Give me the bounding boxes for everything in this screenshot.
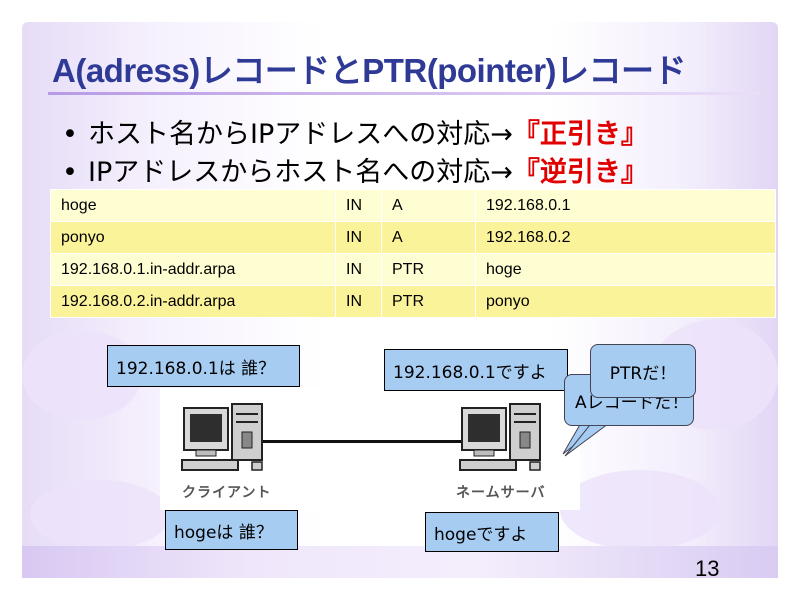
decor-cloud (30, 480, 170, 550)
record-class: IN (335, 189, 382, 222)
bullet-text: ホスト名からIPアドレスへの対応→ (88, 119, 513, 150)
table-row: hoge IN A 192.168.0.1 (50, 189, 776, 222)
server-answer-bottom: hogeですよ (425, 512, 559, 552)
client-question-bottom: hogeは 誰？ (165, 510, 298, 550)
slide-title: A(adress)レコードとPTR(pointer)レコード (52, 52, 687, 89)
page-number: 13 (695, 556, 720, 581)
ptr-speech-bubble: PTRだ！ (590, 344, 696, 398)
record-type: A (381, 189, 476, 222)
table-row: ponyo IN A 192.168.0.2 (50, 221, 776, 254)
name-server-label: ネームサーバ (456, 485, 546, 501)
record-class: IN (335, 253, 382, 286)
bullet-reverse-lookup: • IPアドレスからホスト名への対応→『逆引き』 (62, 150, 648, 189)
record-value: 192.168.0.2 (475, 221, 776, 254)
record-type: PTR (381, 253, 476, 286)
bullet-marker: • (62, 157, 78, 188)
decor-cloud (560, 470, 720, 550)
dns-records-table: hoge IN A 192.168.0.1 ponyo IN A 192.168… (50, 189, 776, 318)
name-server-computer-icon (459, 403, 541, 471)
record-class: IN (335, 285, 382, 318)
bullet-marker: • (62, 119, 78, 150)
bullet-highlight: 『正引き』 (512, 119, 648, 150)
table-row: 192.168.0.2.in-addr.arpa IN PTR ponyo (50, 285, 776, 318)
server-answer-top: 192.168.0.1ですよ (384, 349, 568, 391)
record-class: IN (335, 221, 382, 254)
bullet-highlight: 『逆引き』 (512, 157, 648, 188)
record-name: ponyo (50, 221, 336, 254)
client-computer-icon (181, 403, 263, 471)
table-row: 192.168.0.1.in-addr.arpa IN PTR hoge (50, 253, 776, 286)
title-underline (48, 92, 760, 95)
bullet-forward-lookup: • ホスト名からIPアドレスへの対応→『正引き』 (62, 112, 648, 151)
record-value: hoge (475, 253, 776, 286)
record-value: ponyo (475, 285, 776, 318)
record-type: PTR (381, 285, 476, 318)
client-label: クライアント (182, 485, 272, 501)
record-value: 192.168.0.1 (475, 189, 776, 222)
network-cable (262, 440, 462, 443)
slide-footer-band (22, 546, 778, 578)
record-name: 192.168.0.1.in-addr.arpa (50, 253, 336, 286)
record-name: 192.168.0.2.in-addr.arpa (50, 285, 336, 318)
client-question-top: 192.168.0.1は 誰？ (107, 345, 300, 387)
bullet-text: IPアドレスからホスト名への対応→ (88, 157, 513, 188)
record-name: hoge (50, 189, 336, 222)
record-type: A (381, 221, 476, 254)
